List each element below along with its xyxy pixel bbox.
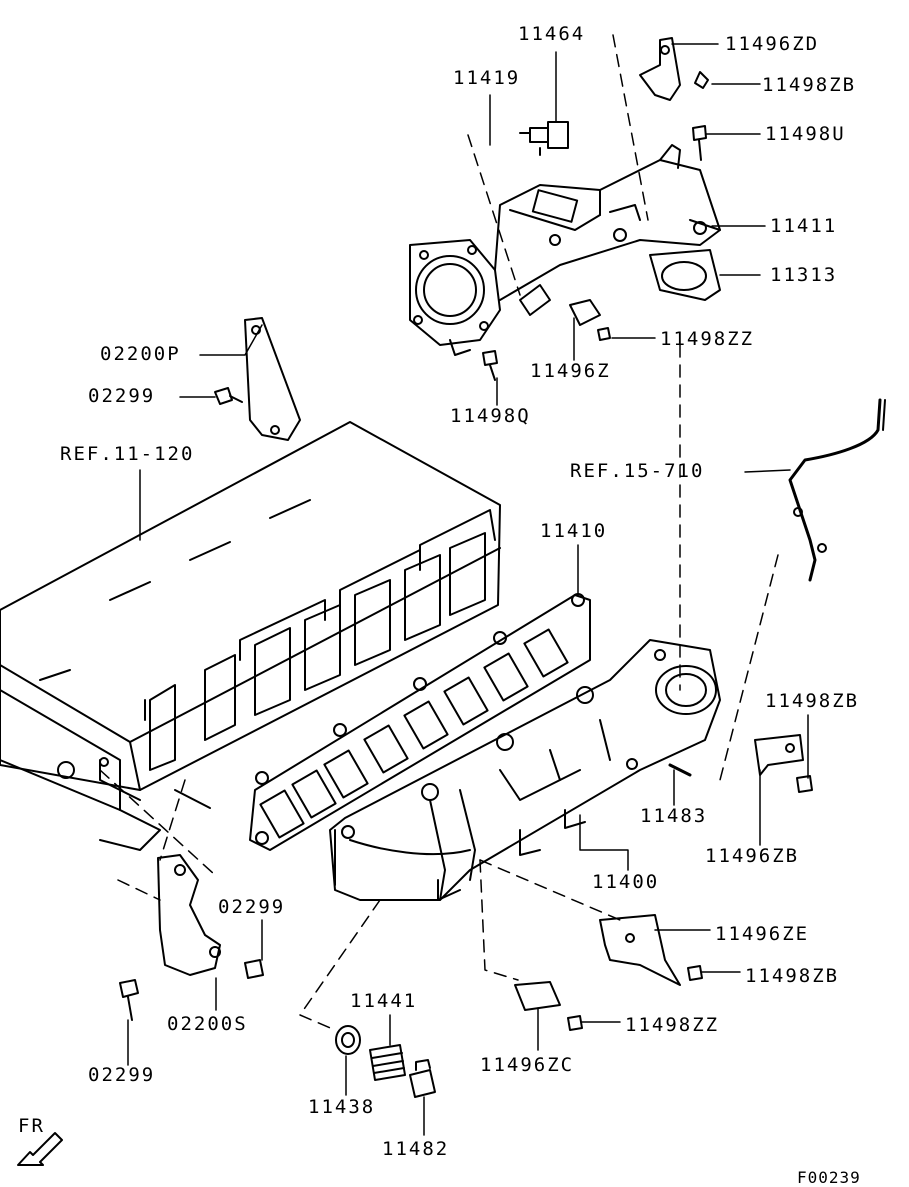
cylinder-head-drawing (0, 421, 501, 851)
figure-code: F00239 (797, 1168, 861, 1187)
part-number-11482: 11482 (382, 1138, 450, 1160)
part-number-11441: 11441 (350, 990, 418, 1012)
part-number-11410: 11410 (540, 520, 608, 542)
part-number-11313: 11313 (770, 264, 838, 286)
part-number-11498ZB: 11498ZB (745, 965, 840, 987)
part-number-11400: 11400 (592, 871, 660, 893)
part-number-02299: 02299 (88, 385, 156, 407)
leader-lines (127, 43, 809, 1136)
part-number-02299: 02299 (88, 1064, 156, 1086)
part-number-11411: 11411 (770, 215, 838, 237)
sensor-drawing (519, 121, 569, 156)
lower-brackets-drawing (119, 734, 813, 1031)
part-number-11496ZE: 11496ZE (715, 923, 810, 945)
upper-brackets-drawing (214, 37, 709, 441)
assembly-dashed-lines (99, 34, 779, 1031)
pipe-drawing (788, 398, 886, 582)
part-number-11438: 11438 (308, 1096, 376, 1118)
part-number-11419: 11419 (453, 67, 521, 89)
part-number-02200P: 02200P (100, 343, 181, 365)
part-number-11498ZB: 11498ZB (765, 690, 860, 712)
reference-15-710: REF.15-710 (570, 460, 705, 482)
throttle-body-drawing (409, 144, 721, 356)
reference-11-120: REF.11-120 (60, 443, 195, 465)
intake-manifold-drawing (329, 639, 721, 901)
part-number-11498U: 11498U (765, 123, 846, 145)
part-number-11498ZZ: 11498ZZ (625, 1014, 720, 1036)
part-number-11496ZB: 11496ZB (705, 845, 800, 867)
front-arrow-icon (17, 1132, 63, 1166)
throttle-gasket-drawing (649, 249, 721, 301)
part-number-11496Z: 11496Z (530, 360, 611, 382)
part-number-11464: 11464 (518, 23, 586, 45)
part-number-11498Q: 11498Q (450, 405, 531, 427)
manifold-gasket-drawing (249, 593, 591, 851)
part-number-02200S: 02200S (167, 1013, 248, 1035)
part-number-11496ZC: 11496ZC (480, 1054, 575, 1076)
part-number-11498ZZ: 11498ZZ (660, 328, 755, 350)
part-number-02299: 02299 (218, 896, 286, 918)
part-number-11496ZD: 11496ZD (725, 33, 820, 55)
valve-parts-drawing (335, 1025, 436, 1098)
front-direction-label: FR (18, 1115, 45, 1137)
part-number-11483: 11483 (640, 805, 708, 827)
part-number-11498ZB: 11498ZB (762, 74, 857, 96)
